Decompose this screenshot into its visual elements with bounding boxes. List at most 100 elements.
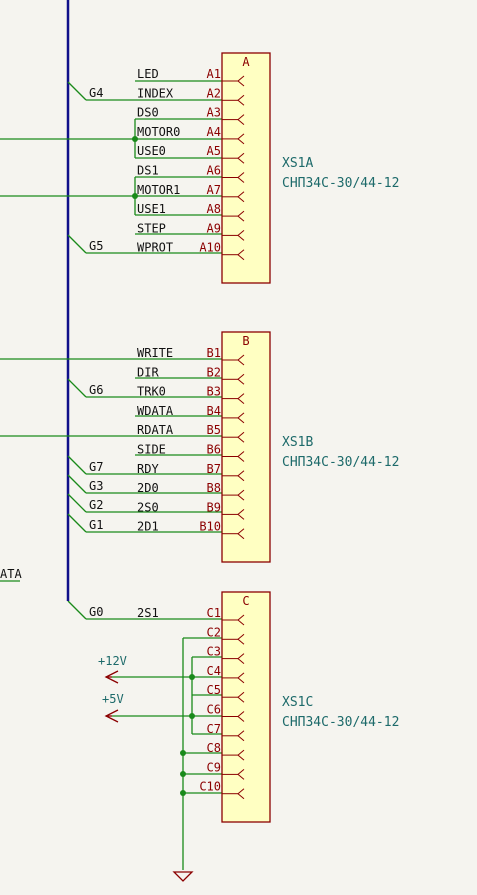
value-label: СНП34С-30/44-12 [282, 176, 399, 191]
left-net-label: ATA [0, 567, 22, 581]
connector-unit-a: AA1LEDA2INDEXA3DS0A4MOTOR0A5USE0A6DS1A7M… [137, 52, 399, 284]
net-label: RDY [137, 462, 159, 476]
power-plus12-label: +12V [98, 654, 127, 668]
power-plus12: +12V [98, 654, 127, 684]
reference-label: XS1A [282, 156, 313, 171]
connector-units: AA1LEDA2INDEXA3DS0A4MOTOR0A5USE0A6DS1A7M… [137, 52, 399, 823]
bus-label: G2 [89, 498, 103, 512]
connector-pin: C3 [207, 645, 245, 664]
pin-number: A7 [207, 183, 221, 197]
pin-number: A5 [207, 144, 221, 158]
connector-pin: B9 2S0 [137, 500, 245, 520]
pin-number: B4 [207, 404, 221, 418]
unit-a-wires [0, 80, 222, 254]
net-label: WRITE [137, 346, 173, 360]
connector-pin: C5 [207, 683, 245, 703]
net-label: 2S0 [137, 500, 159, 514]
connector-pin: C10 [199, 780, 245, 800]
net-label: TRK0 [137, 385, 166, 399]
pin-number: B7 [207, 462, 221, 476]
power-plus5-label: +5V [102, 692, 124, 706]
net-label: DS0 [137, 106, 159, 120]
pin-number: C1 [207, 606, 221, 620]
pin-number: A10 [199, 241, 221, 255]
unit-c-wires [86, 618, 222, 870]
pin-number: B8 [207, 481, 221, 495]
net-label: LED [137, 67, 159, 81]
pin-number: B1 [207, 346, 221, 360]
pin-number: B6 [207, 443, 221, 457]
value-label: СНП34С-30/44-12 [282, 715, 399, 730]
pin-number: A6 [207, 164, 221, 178]
connector-pin: C9 [207, 760, 245, 780]
bus-label: G7 [89, 460, 103, 474]
net-label: INDEX [137, 86, 174, 100]
pin-number: C3 [207, 645, 221, 659]
connector-pin: B6 SIDE [137, 443, 245, 462]
bus-label: G6 [89, 383, 103, 397]
pin-number: A1 [207, 67, 221, 81]
pin-number: B5 [207, 423, 221, 437]
net-label: WDATA [137, 404, 174, 418]
connector-pin: C6 [207, 703, 245, 722]
unit-letter: C [242, 594, 249, 608]
connector-body [221, 591, 271, 823]
connector-body [221, 52, 271, 284]
net-label: 2D0 [137, 481, 159, 495]
net-label: 2D1 [137, 520, 159, 534]
bus-entries [66, 81, 87, 620]
bus-label: G0 [89, 605, 103, 619]
bus-label: G3 [89, 479, 103, 493]
bus-labels: G4 G5 G6 G7 G3 G2 G1 G0 [89, 86, 103, 619]
connector-pin: B1 WRITE [137, 346, 245, 366]
connector-pin: B2 DIR [137, 365, 245, 385]
connector-pin: C8 [207, 741, 245, 761]
pin-number: A8 [207, 202, 221, 216]
reference-label: XS1C [282, 695, 313, 710]
net-label: DIR [137, 365, 159, 379]
pin-number: C2 [207, 625, 221, 639]
pin-number: B10 [199, 520, 221, 534]
connector-unit-b: BB1WRITEB2DIRB3TRK0B4WDATAB5RDATAB6SIDEB… [137, 331, 399, 563]
net-label: 2S1 [137, 606, 159, 620]
connector-pin: A6 DS1 [137, 164, 245, 183]
connector-pin: B7 RDY [137, 462, 245, 482]
value-label: СНП34С-30/44-12 [282, 455, 399, 470]
reference-label: XS1B [282, 435, 313, 450]
net-label: SIDE [137, 443, 166, 457]
pin-number: C6 [207, 703, 221, 717]
pin-number: B9 [207, 500, 221, 514]
connector-pin: C4 [207, 664, 245, 684]
pin-number: B2 [207, 365, 221, 379]
power-plus5: +5V [102, 692, 124, 723]
pin-number: C8 [207, 741, 221, 755]
connector-pin: B5 RDATA [137, 423, 245, 443]
connector-pin: C1 2S1 [137, 606, 245, 626]
net-label: DS1 [137, 164, 159, 178]
bus-label: G4 [89, 86, 103, 100]
connector-body [221, 331, 271, 563]
unit-b-wires [0, 358, 222, 533]
connector-pin: A1 LED [137, 67, 245, 87]
connector-pin: C7 [207, 722, 245, 742]
pin-number: A2 [207, 86, 221, 100]
net-label: RDATA [137, 423, 174, 437]
pin-number: A9 [207, 221, 221, 235]
unit-letter: A [242, 55, 250, 69]
bus-label: G1 [89, 518, 103, 532]
pin-number: C7 [207, 722, 221, 736]
pin-number: C10 [199, 780, 221, 794]
connector-pin: B4 WDATA [137, 404, 245, 424]
bus-label: G5 [89, 239, 103, 253]
pin-number: A3 [207, 106, 221, 120]
connector-pin: A2 INDEX [137, 86, 245, 106]
net-label: MOTOR0 [137, 125, 180, 139]
